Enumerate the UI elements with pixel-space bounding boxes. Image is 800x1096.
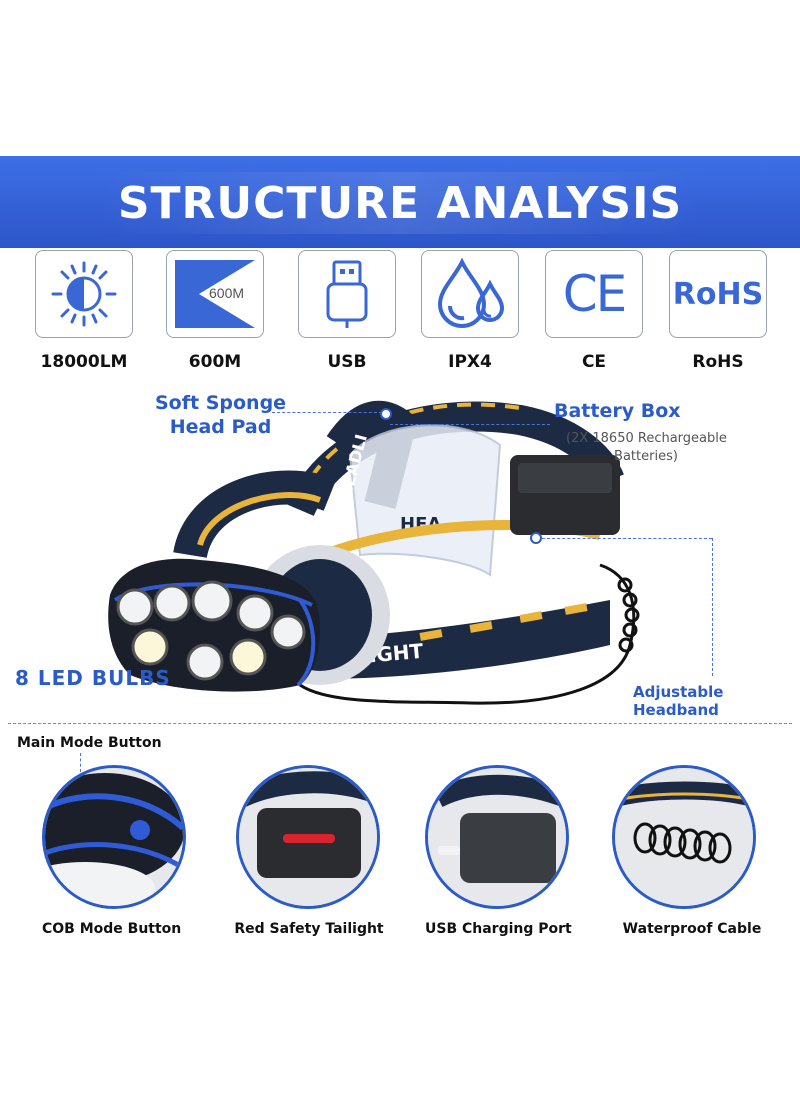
usb-icon (298, 250, 396, 338)
callout-headband: Adjustable Headband (633, 683, 724, 719)
callout-line (542, 538, 712, 539)
section-divider (8, 723, 792, 724)
feature-usb: USB (297, 250, 397, 372)
detail-cob-button (42, 765, 186, 909)
feature-label: CE (581, 352, 607, 372)
feature-rohs: RoHS RoHS (668, 250, 768, 372)
callout-battery-box: Battery Box (554, 400, 681, 422)
beam-range-icon: 600M (166, 250, 264, 338)
title-banner: STRUCTURE ANALYSIS (0, 156, 800, 248)
callout-line (390, 424, 550, 425)
callout-line (80, 753, 81, 788)
callout-sponge-pad: Soft Sponge Head Pad (155, 392, 287, 438)
detail-usb-port (425, 765, 569, 909)
detail-label-tailight: Red Safety Tailight (234, 921, 384, 937)
callout-dot (530, 532, 542, 544)
detail-label-usb: USB Charging Port (425, 921, 572, 937)
feature-label: 600M (188, 352, 242, 372)
feature-label: IPX4 (448, 352, 492, 372)
rohs-text: RoHS (672, 276, 764, 312)
water-drops-icon (421, 250, 519, 338)
feature-lumens: 18000LM (34, 250, 134, 372)
callout-line (712, 538, 713, 676)
ce-mark-text: CE (562, 265, 628, 323)
feature-label: USB (327, 352, 367, 372)
detail-tailight (236, 765, 380, 909)
ce-mark-icon: CE (545, 250, 643, 338)
detail-label-cable: Waterproof Cable (622, 921, 762, 937)
beam-range-text: 600M (209, 285, 245, 301)
sun-icon (35, 250, 133, 338)
main-mode-button-label: Main Mode Button (17, 735, 162, 751)
banner-title: STRUCTURE ANALYSIS (117, 178, 683, 229)
callout-line (272, 412, 382, 413)
detail-label-cob: COB Mode Button (42, 921, 182, 937)
feature-waterproof: IPX4 (420, 250, 520, 372)
feature-label: RoHS (692, 352, 744, 372)
battery-note: (2X 18650 Rechargeable Batteries) (566, 431, 727, 464)
feature-label: 18000LM (40, 352, 128, 372)
detail-cable (612, 765, 756, 909)
callout-dot (380, 408, 392, 420)
headlamp-illustration: OLIGHT HEA HEADLI (108, 400, 640, 705)
feature-ce: CE CE (544, 250, 644, 372)
callout-led-bulbs: 8 LED BULBS (15, 666, 171, 690)
rohs-icon: RoHS (669, 250, 767, 338)
feature-range: 600M 600M (165, 250, 265, 372)
